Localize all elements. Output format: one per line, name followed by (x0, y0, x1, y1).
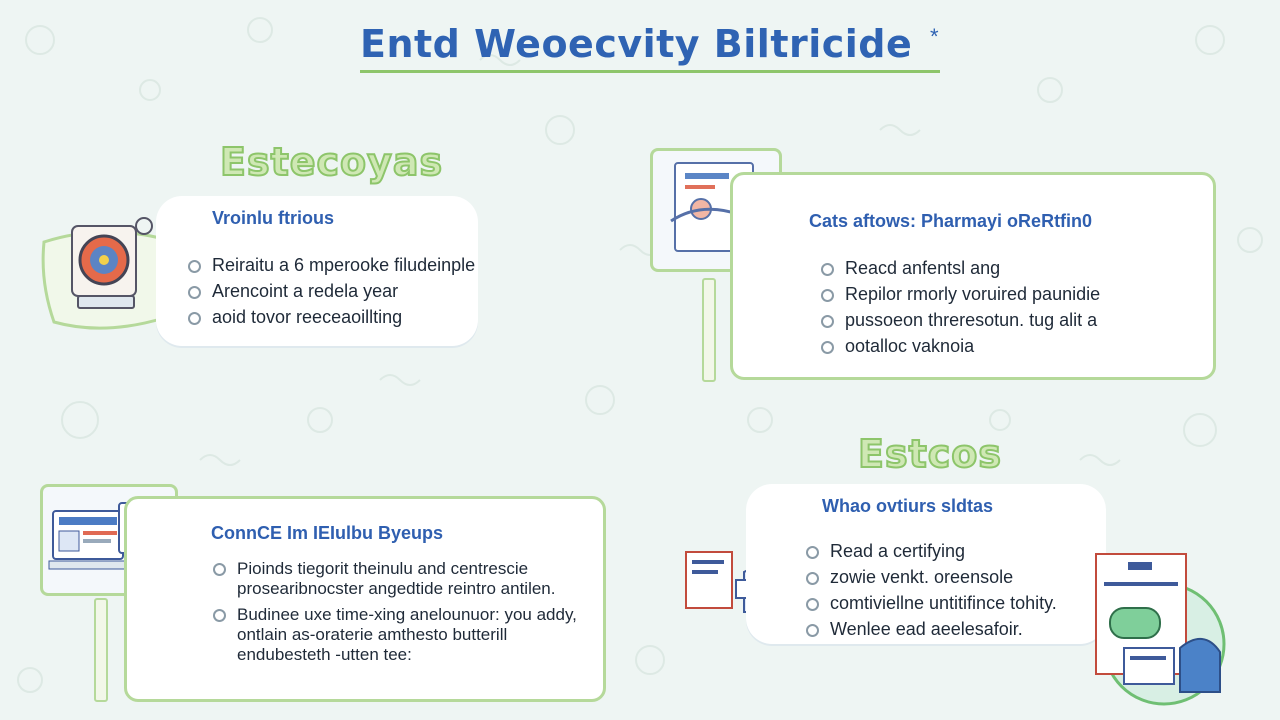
card-title: Vroinlu ftrious (212, 208, 335, 228)
list-item: Pioinds tiegorit theinulu and centrescie… (211, 559, 581, 599)
clock-device-icon (41, 217, 168, 330)
list-item: Read a certifying (804, 538, 1057, 564)
frame-post (702, 278, 716, 382)
card-title: ConnCE Im IEIulbu Byeups (211, 523, 444, 543)
list-item: Budinee uxe time-xing anelounuor: you ad… (211, 605, 581, 665)
list-item: aoid tovor reeceaoillting (186, 304, 475, 330)
list-item: Wenlee ead aeelesafoir. (804, 616, 1057, 642)
card-title: Cats aftows: Pharmayi oReRtfin0 (809, 211, 1093, 231)
card-section-4: Whao ovtiurs sldtas Read a certifying zo… (746, 484, 1106, 644)
list-item: pussoeon threresotun. tug alit a (819, 307, 1100, 333)
bullet-list: Reiraitu a 6 mperooke filudeinple Arenco… (186, 252, 475, 330)
list-item: ootalloc vaknoia (819, 333, 1100, 359)
section-tag-1: Estecoyas (219, 139, 444, 185)
sparkle-icon: * (930, 24, 939, 49)
card-section-1: Vroinlu ftrious Reiraitu a 6 mperooke fi… (156, 196, 478, 346)
printer-device-icon (1095, 553, 1226, 706)
page-title: Entd Weoecvity Biltricide (360, 22, 940, 73)
list-item: Reacd anfentsl ang (819, 255, 1100, 281)
list-item: comtiviellne untitifince tohity. (804, 590, 1057, 616)
card-section-3: ConnCE Im IEIulbu Byeups Pioinds tiegori… (124, 496, 606, 702)
bullet-list: Read a certifying zowie venkt. oreensole… (804, 538, 1057, 642)
bullet-list: Pioinds tiegorit theinulu and centrescie… (211, 559, 581, 671)
card-title: Whao ovtiurs sldtas (822, 496, 994, 516)
frame-post (94, 598, 108, 702)
list-item: Reiraitu a 6 mperooke filudeinple (186, 252, 475, 278)
section-tag-4: Estcos (857, 431, 1002, 477)
card-section-2: Cats aftows: Pharmayi oReRtfin0 Reacd an… (730, 172, 1216, 380)
list-item: zowie venkt. oreensole (804, 564, 1057, 590)
list-item: Repilor rmorly voruired paunidie (819, 281, 1100, 307)
bullet-list: Reacd anfentsl ang Repilor rmorly voruir… (819, 255, 1100, 359)
list-item: Arencoint a redela year (186, 278, 475, 304)
